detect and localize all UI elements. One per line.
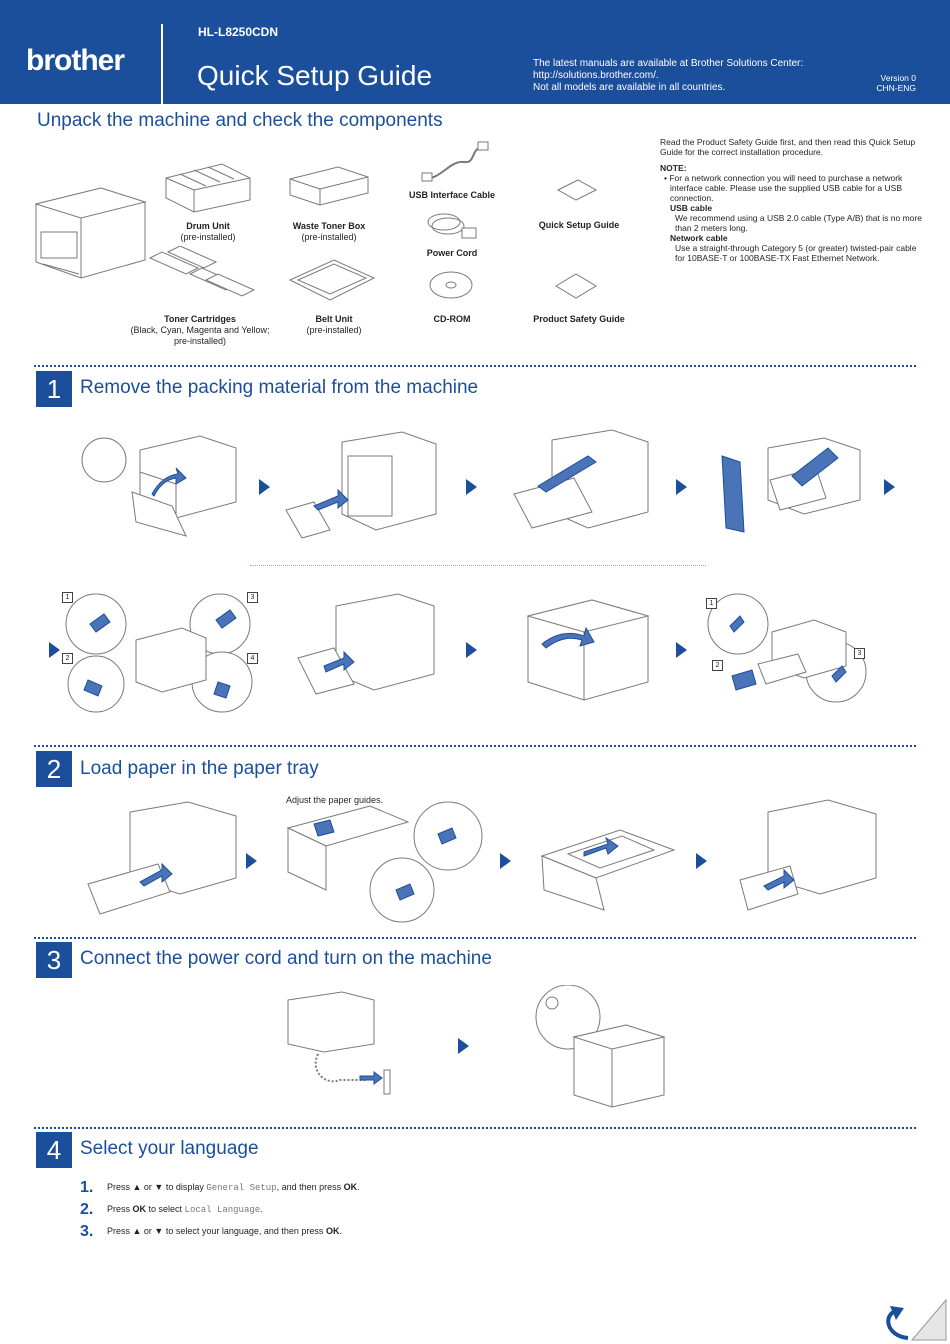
step1-close-front-cover-illustration [526,599,650,701]
version-info: Version 0 CHN-ENG [876,73,916,93]
waste-toner-label: Waste Toner Box (pre-installed) [292,221,366,242]
next-arrow-icon [259,479,270,495]
section-divider [34,745,916,747]
step1-remove-packing-sheet-illustration [721,437,861,533]
model-name: HL-L8250CDN [198,25,279,39]
next-arrow-icon [49,642,60,658]
waste-toner-box-illustration [289,166,369,206]
region-label: CHN-ENG [876,83,916,93]
manuals-info-line: The latest manuals are available at Brot… [533,58,804,69]
notes-block: Read the Product Safety Guide first, and… [660,137,922,263]
power-cord-illustration [427,213,477,239]
unpack-title: Unpack the machine and check the compone… [37,110,443,131]
adjust-guides-caption: Adjust the paper guides. [286,795,384,805]
step2-insert-tray-illustration [739,799,877,911]
step1-reinsert-drum-illustration [297,593,435,695]
drum-unit-label: Drum Unit (pre-installed) [180,221,236,242]
step-1-title: Remove the packing material from the mac… [80,377,479,398]
callout-3-label: 3 [247,592,258,603]
step2-load-paper-illustration [540,829,676,911]
section-divider [34,937,916,939]
section-divider [34,365,916,367]
manuals-info: The latest manuals are available at Brot… [533,58,803,94]
printer-illustration [34,187,147,279]
version-label: Version 0 [880,73,916,83]
qsg-label: Quick Setup Guide [538,220,620,230]
cd-rom-label: CD-ROM [433,314,471,324]
step1-open-front-cover-illustration [81,435,237,537]
callout-2-label: 2 [62,653,73,664]
step-3-title: Connect the power cord and turn on the m… [80,948,492,969]
next-arrow-icon [676,642,687,658]
step1-remove-orange-parts-illustration [285,431,437,539]
psg-booklet-illustration [555,273,597,299]
cd-rom-illustration [429,271,473,299]
next-arrow-icon [458,1038,469,1054]
callout-2-label: 2 [712,660,723,671]
language-step-3-number: 3. [80,1223,94,1240]
header-bar [0,0,950,104]
psg-label: Product Safety Guide [533,314,625,324]
step-2-title: Load paper in the paper tray [80,758,319,779]
step1-remove-orange-caps-illustration [65,593,253,713]
callout-3-label: 3 [854,648,865,659]
language-step-3-text: Press ▲ or ▼ to select your language, an… [107,1226,342,1236]
next-arrow-icon [246,853,257,869]
step2-adjust-guides-illustration [286,801,483,923]
next-arrow-icon [466,642,477,658]
note-label: NOTE: [660,163,687,173]
belt-unit-illustration [288,259,376,301]
language-step-1-text: Press ▲ or ▼ to display General Setup, a… [107,1182,360,1193]
row-separator [250,565,706,566]
guide-title: Quick Setup Guide [197,60,433,91]
brother-logo: brother [26,44,125,77]
page-curl-icon[interactable] [878,1298,948,1342]
belt-unit-label: Belt Unit (pre-installed) [306,314,362,335]
usb-cable-illustration [421,141,489,182]
next-arrow-icon [676,479,687,495]
step1-remove-tray-sheet-illustration [707,593,867,703]
manuals-url[interactable]: http://solutions.brother.com/. [533,70,659,81]
language-step-1-number: 1. [80,1179,94,1196]
step3-power-cord-connection-illustration [287,991,391,1095]
next-arrow-icon [500,853,511,869]
drum-unit-illustration [165,163,251,213]
power-cord-label: Power Cord [426,248,478,258]
toner-cartridges-illustration [148,246,256,297]
step2-pull-out-tray-illustration [87,801,237,915]
step-1-number: 1 [36,371,72,407]
step-4-title: Select your language [80,1138,259,1159]
step3-power-on-illustration [535,985,666,1108]
step-4-number: 4 [36,1132,72,1168]
next-arrow-icon [696,853,707,869]
manuals-info-line: Not all models are available in all coun… [533,82,726,93]
callout-1-label: 1 [62,592,73,603]
step1-pull-drum-illustration [513,429,649,529]
callout-1-label: 1 [706,598,717,609]
usb-cable-label: USB Interface Cable [408,190,496,200]
language-step-2-number: 2. [80,1201,94,1218]
step-3-number: 3 [36,942,72,978]
next-arrow-icon [466,479,477,495]
step-2-number: 2 [36,751,72,787]
callout-4-label: 4 [247,653,258,664]
header-divider [161,24,163,104]
toner-cartridges-label: Toner Cartridges (Black, Cyan, Magenta a… [130,314,270,346]
language-step-2-text: Press OK to select Local Language. [107,1204,263,1215]
next-arrow-icon [884,479,895,495]
section-divider [34,1127,916,1129]
qsg-booklet-illustration [556,179,598,201]
